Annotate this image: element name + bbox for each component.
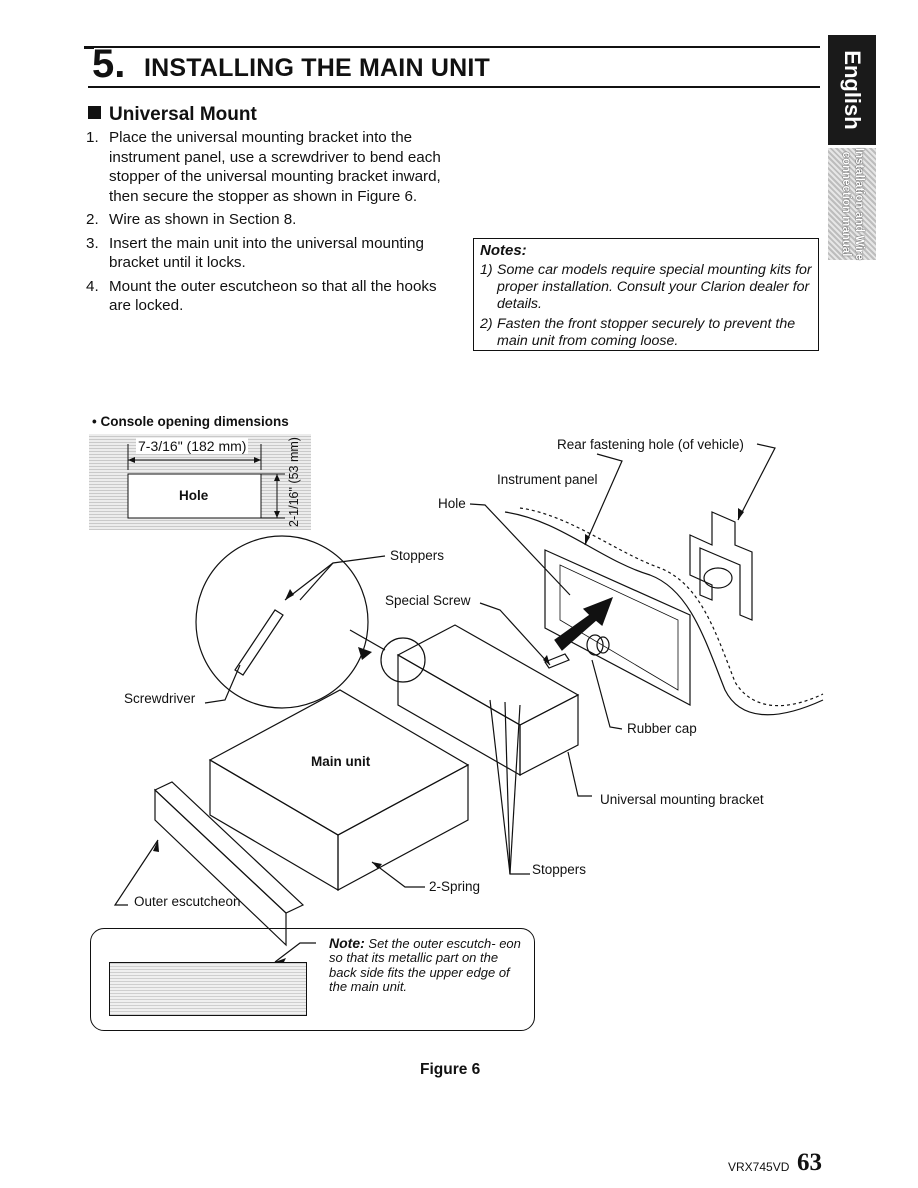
note-item: 1)Some car models require special mounti… — [480, 262, 812, 312]
label-hole: Hole — [438, 496, 466, 511]
step-item: 1.Place the universal mounting bracket i… — [86, 129, 441, 205]
escutcheon-note-box — [90, 928, 535, 1031]
header-rule-bottom — [88, 86, 820, 88]
label-screwdriver: Screwdriver — [124, 691, 196, 706]
step-item: 2.Wire as shown in Section 8. — [86, 211, 297, 228]
escutcheon-note-body: Set the outer escutch- eon so that its m… — [329, 936, 521, 995]
chapter-tab: Installation and Wire connection manual — [828, 148, 876, 260]
bullet-square-icon — [88, 106, 101, 119]
language-tab: English — [828, 35, 876, 145]
section-title: INSTALLING THE MAIN UNIT — [144, 54, 490, 82]
console-hole-label: Hole — [179, 488, 209, 503]
label-outer-escutcheon: Outer escutcheon — [134, 894, 241, 909]
section-number: 5. — [92, 42, 126, 86]
steps-list: 1.Place the universal mounting bracket i… — [86, 128, 456, 320]
notes-box: Notes: 1)Some car models require special… — [473, 238, 819, 351]
label-universal-mounting-bracket: Universal mounting bracket — [600, 792, 764, 807]
step-item: 3.Insert the main unit into the universa… — [86, 234, 424, 272]
note-item: 2)Fasten the front stopper securely to p… — [480, 316, 796, 349]
escutcheon-note-label: Note: — [329, 935, 365, 951]
escutcheon-back-diagram — [109, 962, 307, 1016]
label-2-spring: 2-Spring — [429, 879, 481, 894]
console-width-label: 7-3/16" (182 mm) — [136, 438, 249, 454]
console-dimensions-title: • Console opening dimensions — [92, 414, 289, 429]
step-item: 4.Mount the outer escutcheon so that all… — [86, 277, 437, 315]
subsection-title: Universal Mount — [88, 104, 257, 126]
label-instrument-panel: Instrument panel — [497, 472, 598, 487]
header-rule-top — [84, 46, 820, 48]
model-number: VRX745VD — [728, 1160, 790, 1174]
figure-caption: Figure 6 — [420, 1061, 481, 1078]
label-main-unit: Main unit — [311, 754, 371, 769]
notes-header: Notes: — [480, 242, 527, 259]
escutcheon-note-text: Note: Set the outer escutch- eon so that… — [329, 936, 524, 995]
header-rule-dash — [84, 46, 94, 49]
label-rubber-cap: Rubber cap — [627, 721, 697, 736]
label-rear-fastening-hole: Rear fastening hole (of vehicle) — [557, 437, 744, 452]
label-special-screw: Special Screw — [385, 593, 471, 608]
console-dimension-lines — [127, 444, 285, 519]
label-stoppers-top: Stoppers — [390, 548, 445, 563]
page-number: 63 — [797, 1149, 822, 1176]
label-stoppers-bottom: Stoppers — [532, 862, 587, 877]
